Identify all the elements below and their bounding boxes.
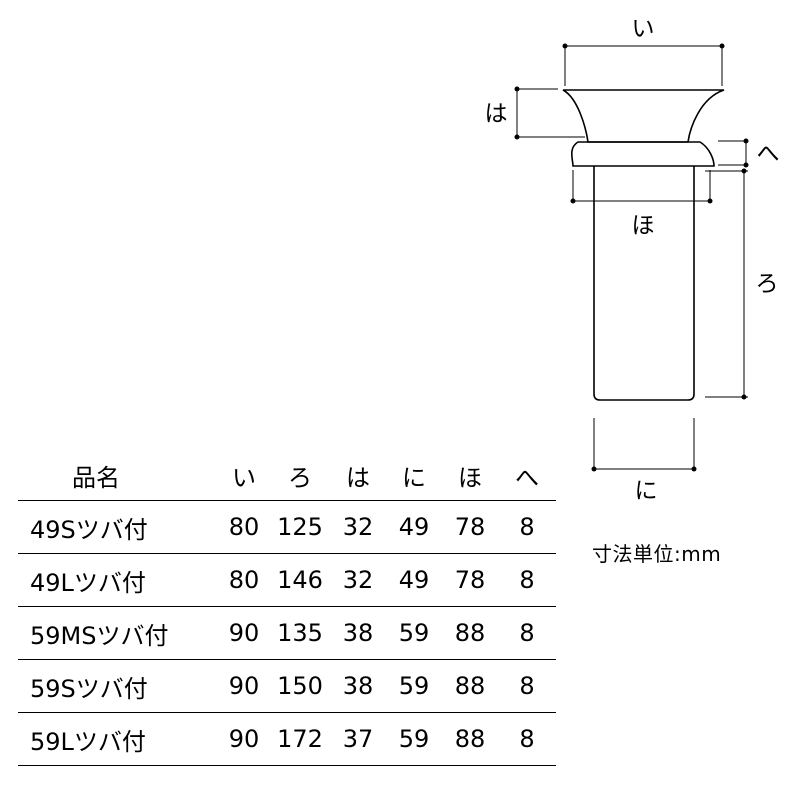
cell-value: 90 xyxy=(218,659,270,713)
cell-value: 59 xyxy=(386,659,442,713)
cell-value: 88 xyxy=(442,606,498,660)
cell-value: 90 xyxy=(218,606,270,660)
table-header-row: 品名 い ろ は に ほ へ xyxy=(18,450,556,501)
cell-value: 8 xyxy=(498,606,556,660)
cell-value: 38 xyxy=(330,606,386,660)
cell-value: 90 xyxy=(218,712,270,766)
table-row: 59MSツバ付 90 135 38 59 88 8 xyxy=(18,606,556,660)
cell-value: 8 xyxy=(498,659,556,713)
header-ho: ほ xyxy=(442,450,498,501)
dim-label-he: へ xyxy=(757,141,780,167)
cell-product-name: 49Lツバ付 xyxy=(18,553,218,607)
cell-value: 88 xyxy=(442,659,498,713)
cell-value: 78 xyxy=(442,500,498,554)
dimension-lines xyxy=(514,43,749,472)
part-outline xyxy=(562,89,725,401)
cell-value: 125 xyxy=(270,500,330,554)
header-product-name: 品名 xyxy=(18,450,218,501)
cell-product-name: 59Lツバ付 xyxy=(18,712,218,766)
cell-value: 8 xyxy=(498,712,556,766)
cell-value: 37 xyxy=(330,712,386,766)
dimension-labels: い は へ ほ ろ に xyxy=(485,16,780,504)
cell-product-name: 59MSツバ付 xyxy=(18,606,218,660)
unit-label: 寸法単位:mm xyxy=(592,542,722,566)
cell-value: 146 xyxy=(270,553,330,607)
cell-value: 32 xyxy=(330,553,386,607)
dim-label-i: い xyxy=(632,16,655,42)
header-i: い xyxy=(218,450,270,501)
cell-product-name: 59Sツバ付 xyxy=(18,659,218,713)
table-row: 49Sツバ付 80 125 32 49 78 8 xyxy=(18,500,556,554)
cell-value: 88 xyxy=(442,712,498,766)
cell-value: 80 xyxy=(218,500,270,554)
cell-value: 59 xyxy=(386,606,442,660)
cell-value: 80 xyxy=(218,553,270,607)
cell-value: 38 xyxy=(330,659,386,713)
table-row: 59Sツバ付 90 150 38 59 88 8 xyxy=(18,659,556,713)
cell-value: 49 xyxy=(386,500,442,554)
cell-product-name: 49Sツバ付 xyxy=(18,500,218,554)
sleeve-outline xyxy=(593,166,695,401)
cell-value: 59 xyxy=(386,712,442,766)
header-he: へ xyxy=(498,450,556,501)
cell-value: 150 xyxy=(270,659,330,713)
header-ha: は xyxy=(330,450,386,501)
spec-table: 品名 い ろ は に ほ へ 49Sツバ付 80 125 32 49 78 8 … xyxy=(18,450,556,766)
header-ni: に xyxy=(386,450,442,501)
header-ro: ろ xyxy=(270,450,330,501)
cell-value: 32 xyxy=(330,500,386,554)
cell-value: 8 xyxy=(498,500,556,554)
collar-outline xyxy=(570,141,715,167)
cell-value: 135 xyxy=(270,606,330,660)
cell-value: 172 xyxy=(270,712,330,766)
cell-value: 78 xyxy=(442,553,498,607)
dim-label-ni: に xyxy=(635,478,658,504)
cell-value: 49 xyxy=(386,553,442,607)
table-row: 59Lツバ付 90 172 37 59 88 8 xyxy=(18,712,556,766)
flare-outline xyxy=(562,89,725,143)
dim-label-ro: ろ xyxy=(756,271,779,297)
table-row: 49Lツバ付 80 146 32 49 78 8 xyxy=(18,553,556,607)
dim-label-ho: ほ xyxy=(632,213,655,239)
dim-label-ha: は xyxy=(485,101,508,127)
cell-value: 8 xyxy=(498,553,556,607)
